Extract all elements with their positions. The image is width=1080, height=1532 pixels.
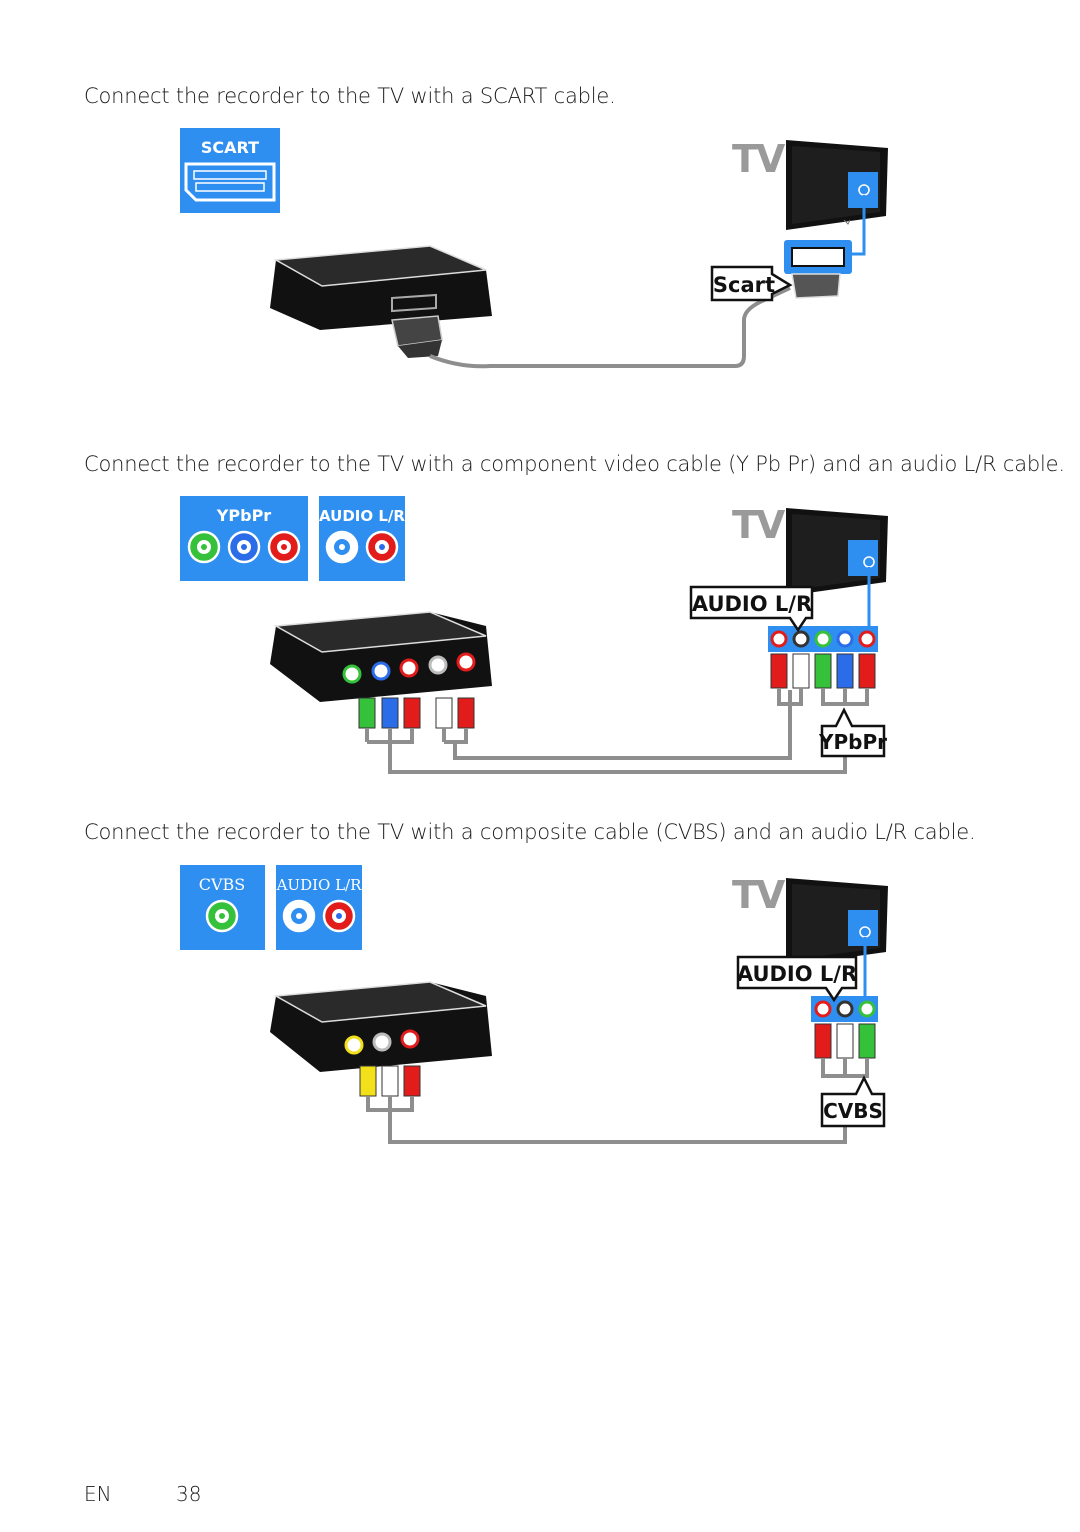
ypbpr-callout-label: YPbPr xyxy=(818,730,887,754)
cvbs-badge-label: CVBS xyxy=(199,875,246,894)
scart-connection-diagram: SCART TV xyxy=(0,120,1080,380)
audio-lr-callout-label: AUDIO L/R xyxy=(737,962,857,986)
caption-component: Connect the recorder to the TV with a co… xyxy=(84,452,1065,476)
composite-cable xyxy=(388,1094,847,1144)
audio-lr-badge-label: AUDIO L/R xyxy=(319,507,405,525)
scart-plug-recorder-icon xyxy=(391,315,443,358)
tv-icon xyxy=(786,878,888,966)
caption-composite: Connect the recorder to the TV with a co… xyxy=(84,820,976,844)
rca-plugs-recorder-icon xyxy=(358,697,475,729)
tv-label: TV xyxy=(732,503,786,547)
audio-lr-badge-label: AUDIO L/R xyxy=(276,876,363,894)
cvbs-jack-icon xyxy=(205,899,239,933)
audio-lr-callout: AUDIO L/R xyxy=(689,585,814,633)
tv-composite-jacks-icon xyxy=(811,996,878,1059)
audio-jacks-icon xyxy=(282,899,356,933)
tv-label: TV xyxy=(732,873,786,917)
recorder-box-icon xyxy=(270,611,492,702)
scart-badge-label: SCART xyxy=(201,138,259,157)
scart-port-tv-icon xyxy=(784,240,852,299)
footer-language: EN xyxy=(84,1482,112,1506)
recorder-box-icon xyxy=(270,981,492,1072)
cvbs-callout-label: CVBS xyxy=(823,1099,883,1123)
cvbs-callout: CVBS xyxy=(820,1075,886,1128)
ypbpr-badge: YPbPr xyxy=(180,496,308,581)
audio-lr-callout-label: AUDIO L/R xyxy=(692,592,812,616)
recorder-box-icon xyxy=(270,245,492,330)
scart-callout-label: Scart xyxy=(713,273,775,297)
audio-lr-badge: AUDIO L/R xyxy=(276,865,363,950)
scart-cable xyxy=(429,286,791,369)
cvbs-badge: CVBS xyxy=(180,865,265,950)
page-number: 38 xyxy=(176,1482,202,1506)
ypbpr-callout: YPbPr xyxy=(818,707,887,758)
component-connection-diagram: YPbPr AUDIO L/R xyxy=(0,492,1080,782)
scart-port-icon xyxy=(184,162,276,202)
audio-lr-badge: AUDIO L/R xyxy=(319,496,405,581)
tv-component-jacks-icon xyxy=(768,626,878,689)
rca-plugs-recorder-icon xyxy=(359,1065,421,1097)
tv-icon xyxy=(786,140,888,230)
ypbpr-badge-label: YPbPr xyxy=(216,506,271,525)
tv-icon xyxy=(786,508,888,596)
caption-scart: Connect the recorder to the TV with a SC… xyxy=(84,84,616,108)
composite-connection-diagram: CVBS AUDIO L/R xyxy=(0,862,1080,1152)
ypbpr-jacks-icon xyxy=(187,530,301,564)
scart-callout: Scart xyxy=(710,265,793,302)
tv-label: TV xyxy=(732,137,786,181)
scart-badge: SCART xyxy=(180,128,280,213)
audio-lr-callout: AUDIO L/R xyxy=(736,955,858,1003)
audio-jacks-icon xyxy=(325,530,399,564)
